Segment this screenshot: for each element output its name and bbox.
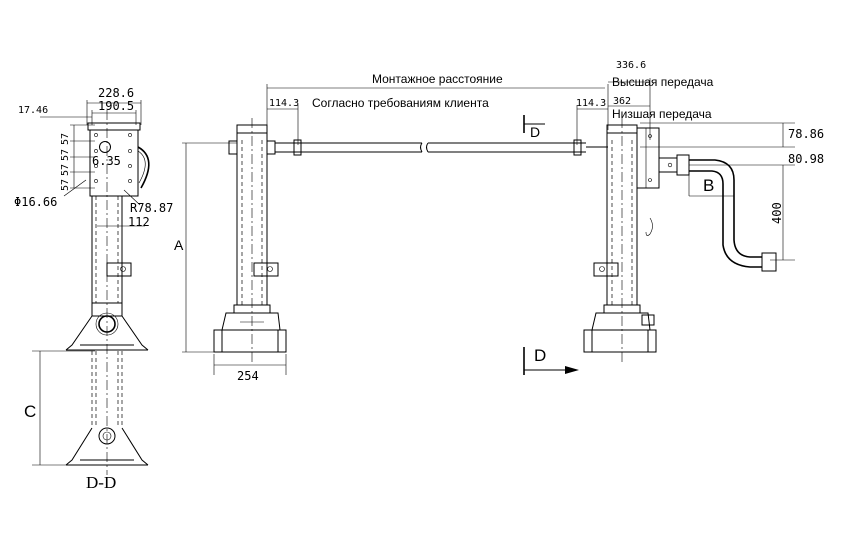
high-gear-value: 336.6 [616, 60, 646, 71]
low-gear-label: Низшая передача [612, 107, 712, 121]
dim-114-3-right: 114.3 [576, 98, 606, 109]
dim-80-98: 80.98 [788, 152, 824, 166]
dim-57-d: 57 [60, 179, 71, 191]
dim-112: 112 [128, 215, 150, 229]
dim-17-46: 17.46 [18, 105, 48, 116]
front-view [182, 78, 795, 375]
dim-57-c: 57 [60, 164, 71, 176]
dim-b-label: B [703, 176, 714, 195]
dim-228-6: 228.6 [98, 86, 134, 100]
mounting-distance-label: Монтажное расстояние [372, 72, 503, 86]
dim-57-b: 57 [60, 149, 71, 161]
dim-78-86: 78.86 [788, 127, 824, 141]
dim-6-35: 6.35 [92, 154, 121, 168]
dim-114-3-left: 114.3 [269, 98, 299, 109]
low-gear-value: 362 [613, 96, 631, 107]
dim-400: 400 [770, 202, 784, 224]
dim-c-label: C [24, 402, 36, 421]
customer-request-label: Согласно требованиям клиента [312, 96, 489, 110]
annotations: Монтажное расстояние Согласно требования… [14, 60, 824, 492]
high-gear-label: Высшая передача [612, 75, 714, 89]
dim-254: 254 [237, 369, 259, 383]
section-d-top-label: D [530, 124, 540, 140]
dim-r78-87: R78.87 [130, 201, 173, 215]
dim-57-a: 57 [60, 133, 71, 145]
dim-190-5: 190.5 [98, 99, 134, 113]
section-dd-label: D-D [86, 473, 116, 492]
side-view [32, 100, 150, 475]
section-d-bottom-label: D [534, 346, 546, 365]
dim-a-label: A [174, 237, 184, 253]
dim-phi-16-66: Φ16.66 [14, 195, 57, 209]
